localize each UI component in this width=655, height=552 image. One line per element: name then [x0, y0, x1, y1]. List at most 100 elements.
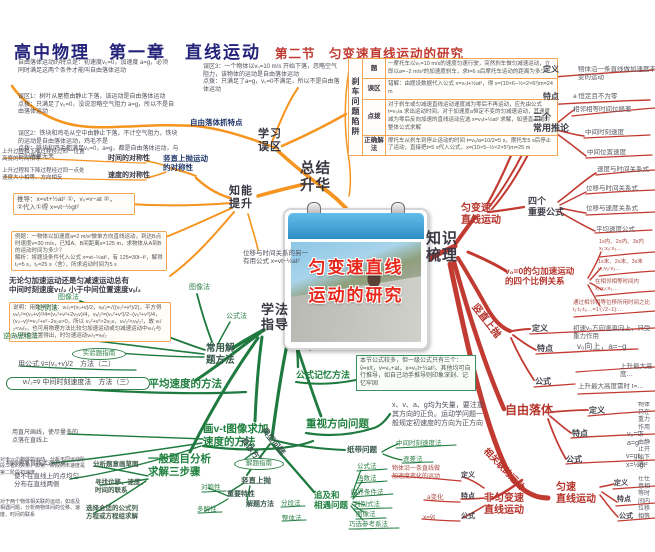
page-title: 高中物理 第一章 直线运动 第二节 匀变速直线运动的研究 — [14, 38, 464, 63]
node-four-ratios: v₀=0的匀加速运动 的四个比例关系 — [505, 266, 575, 287]
brake-row-value: 摩托车从刹车到停止运动的时间 t=v₀/a=10/2=5 s，摩托车5 s后停止… — [388, 137, 552, 152]
cyclist-photo — [291, 242, 421, 342]
brake-row-value: 对于刹车或匀减速直线运动速度减为零后不再运动，应先由公式 t=v₀/a 求出运动… — [388, 101, 550, 131]
leaf-step-3: 选择合适的公式列 方程或方程组求解 — [86, 505, 138, 521]
brake-row-key: 题 — [363, 59, 386, 79]
node-uniform-velocity: 匀速 直线运动 — [556, 482, 596, 505]
leaf-ratio-1: 1s内、2s内、3s内 x₁:x₂:x₃… — [599, 239, 644, 252]
leaf-chase-critical: 临界条件法 — [351, 489, 384, 496]
leaf-definition-3: 定义 — [589, 406, 605, 415]
note-displacement-formula: 位移与时间关系的另一 有用公式 x=vt−½at² — [243, 250, 308, 266]
leaf-corollary-1: 相邻相等时间位移差 — [573, 106, 632, 113]
title-main: 高中物理 第一章 直线运动 — [14, 43, 261, 62]
val-definition-1: 物体沿一条直线做加速度不变的运动 — [578, 66, 655, 82]
node-three-corollaries: 三个 常用推论 — [533, 112, 570, 134]
title-section: 第二节 匀变速直线运动的研究 — [275, 47, 465, 61]
node-summary: 总结 升华 — [300, 161, 331, 194]
node-uniform-accel: 匀变速 直线运动 — [461, 203, 501, 226]
node-four-formulas: 四个 重要公式 — [528, 196, 565, 218]
leaf-formula-5: 公式 — [619, 513, 633, 520]
brake-table-rows: 题一摩托车以v₀=10 m/s的速度匀速行驶，突然刹车做匀减速运动，立即以a=−… — [363, 59, 557, 155]
node-vt-graph-method: 画v-t图像求加 速度的方法 — [203, 423, 269, 448]
leaf-ratio-4: 通过相邻相等位移所用时间之比 t₁:t₂:t₃…=1:(√2−1):… — [573, 300, 651, 313]
center-title-line2: 运动的研究 — [308, 285, 404, 305]
leaf-method-graph: 图像法 — [189, 284, 210, 291]
brake-row-key: 点拨 — [363, 99, 386, 135]
leaf-corollary-2: 中间时刻速度 — [585, 129, 624, 136]
calendar-header — [288, 213, 424, 239]
center-title-line1: 匀变速直线 — [308, 257, 404, 277]
brake-table-title: 刹车问题陷阱 — [349, 59, 363, 155]
val-definition-4: 物体沿一条直线做 加速度变化的运动 — [392, 466, 441, 480]
note-step-2: 对于两个物体相关联的运动，如追及相遇问题，分析两物体间的位移、速度、时间的联系 — [0, 499, 81, 518]
leaf-formula-2: 位移与时间关系式 — [586, 185, 638, 192]
note-graph-tip-1: 用直尺画线，使尽量多的 点落在直线上 — [12, 430, 79, 444]
leaf-time-symmetry: 时间的对称性 — [108, 155, 150, 162]
brake-row-value: 错解：由题设数据代入公式 x=v₀t+½at²，得 x=(10×6−½×2×6²… — [388, 81, 553, 96]
note-velocity-symmetry: 上升过程和下降过程经过同一点处 速度大小相等、方向相反 — [2, 168, 85, 181]
leaf-ratio-2: 1s末、2s末、3s末 v₁:v₂:v₃… — [598, 259, 643, 272]
cyclist-silhouette — [366, 268, 383, 290]
val-feature-4: a变化 — [427, 494, 444, 501]
leaf-chase-formula: 公式法 — [357, 463, 377, 470]
val-definition-5: 在任意相等时间内位移相等 — [638, 476, 651, 520]
leaf-symmetry: 对称性 — [201, 484, 221, 491]
note-graph-tip-3: 使不在直线上的点均匀 分布在直线两侧 — [14, 473, 79, 489]
val-definition-2: 初速v₀方向竖直向上，只受重力作用 — [573, 325, 651, 341]
brake-table-row: 点拨对于刹车或匀减速直线运动速度减为零后不再运动，应先由公式 t=v₀/a 求出… — [363, 99, 557, 136]
brake-row-key: 误区 — [363, 79, 386, 99]
node-chase-meet: 追及和 相遇问题 — [314, 490, 349, 511]
node-average-velocity: 求平均速度的方法 — [138, 378, 222, 390]
leaf-definition-2: 定义 — [532, 324, 548, 333]
leaf-corollary-3: 中间位置速度 — [587, 149, 626, 156]
leaf-formula-vt: 公式 — [535, 377, 551, 386]
leaf-multi-solution: 多解性 — [197, 506, 217, 513]
oval-solving-guide: 解题指南 — [234, 458, 284, 471]
val-formula-vt-2: 上升最大高度需时 t=… — [578, 383, 644, 390]
val-definition-3: 物体只在重力作用下 由静止开始下落 — [638, 402, 651, 468]
brake-row-value: 一摩托车以v₀=10 m/s的速度匀速行驶，突然刹车做匀减速运动，立即以a=−2… — [388, 61, 551, 75]
node-study-misconceptions: 学习 误区 — [258, 128, 282, 153]
leaf-feature-1: 特点 — [543, 92, 559, 101]
note-avg-method-2: 用公式 v̄=(v₀+v)/2 方法（二） — [18, 361, 116, 368]
leaf-formula-4b: 公式 — [461, 513, 475, 520]
brake-row-key: 正确解法 — [363, 135, 386, 155]
leaf-method-ratio: 比例法 — [37, 305, 58, 312]
leaf-formula-3: 位移与速度关系式 — [586, 205, 638, 212]
note-freefall-feature: 自由落体运动的特点是：初速度v₀=0，加速度 a=g，必须同时满足这两个条件才能… — [18, 60, 169, 74]
brake-problem-table: 刹车问题陷阱 题一摩托车以v₀=10 m/s的速度匀速行驶，突然刹车做匀减速运动… — [348, 58, 558, 156]
leaf-ratio-3: 在相邻相等时间内 x₁:x₂:x₃… — [595, 279, 640, 292]
box-explanation: 说明：用数学方法：vₜ/₂=(v₀+v)/2，vₓ/₂=√((v₀²+v²)/2… — [9, 302, 171, 343]
leaf-feature-4: 特点 — [461, 493, 475, 500]
node-paper-tape: 纸带问题 — [347, 445, 377, 454]
box-example: 例题：一物体以加速度a=2 m/s²做单方向直线运动，到达B点时速度v=30 m… — [11, 231, 167, 272]
leaf-step-2: 寻找位移、速度、 时间的联系 — [95, 479, 147, 495]
note-vector-sign: x、v、a、g均为矢量，要注意 其方向的正负。运动学问题一 般规定初速度的方向为… — [392, 402, 484, 427]
box-formula-memory: 本节公式较多，但一级公式只有三个：v̄=x/t，v=v₀+at，x=v₀t+½a… — [356, 355, 476, 391]
leaf-tape-midtime: 中间时刻速度法 — [396, 440, 442, 447]
leaf-velocity-symmetry: 速度的对称性 — [108, 172, 150, 179]
center-topic-title: 匀变速直线 运动的研究 — [285, 210, 427, 348]
leaf-method-reverse: 逆向思维法 — [3, 333, 38, 340]
leaf-segment-method: 分段法 — [281, 500, 301, 507]
label-vertical-throw-symmetry: 竖直上抛运动 的对称性 — [163, 154, 208, 173]
node-three-steps: 一般题目分析 求解三步骤 — [148, 453, 211, 478]
leaf-formula-4: 平均速度公式 — [596, 226, 635, 233]
node-direction-problem: 重视方向问题 — [306, 418, 369, 430]
note-misconception-1: 误区1：树叶从屋檐由静止下落，该运动是自由落体运动 点拨：只满足了v₀=0，没说… — [18, 94, 175, 115]
leaf-definition-4: 定义 — [461, 472, 475, 479]
note-misconception-2: 误区2：铁块和鸡毛从空中由静止下落，不计空气阻力，铁块的运动是自由落体运动，鸡毛… — [18, 131, 179, 160]
brake-table-row: 正确解法摩托车从刹车到停止运动的时间 t=v₀/a=10/2=5 s，摩托车5 … — [363, 135, 557, 155]
leaf-feature-5: 特点 — [617, 496, 631, 503]
node-freefall: 自由落体 — [505, 403, 554, 417]
val-feature-1: a 恒定且不为零 — [573, 93, 618, 100]
leaf-formula-ff: 公式 — [566, 455, 582, 464]
brake-table-row: 题一摩托车以v₀=10 m/s的速度匀速行驶，突然刹车做匀减速运动，立即以a=−… — [363, 59, 557, 80]
leaf-chase-function: 函数法 — [357, 475, 377, 482]
node-nonuniform: 非匀变速 直线运动 — [484, 493, 524, 516]
node-knowledge: 知识 梳理 — [426, 230, 459, 265]
leaf-formula-1: 速度与时间关系式 — [597, 166, 649, 173]
leaf-definition-5: 定义 — [614, 480, 628, 487]
